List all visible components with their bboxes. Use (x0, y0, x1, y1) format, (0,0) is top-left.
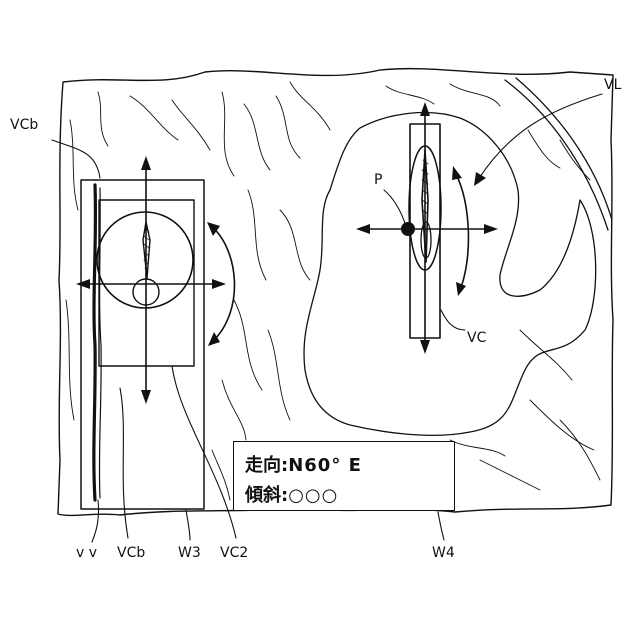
label-vc2: VC2 (220, 546, 248, 560)
label-vcb-bottom: VCb (117, 546, 145, 560)
arrowhead-right-arc-top (452, 166, 462, 180)
leader-p (384, 190, 406, 226)
leader-w4 (438, 512, 444, 540)
strike-value: N60° E (288, 455, 362, 476)
label-w3: W3 (178, 546, 201, 560)
arrow-heads (76, 102, 498, 404)
arrowhead-right-up (420, 102, 430, 116)
label-vc: VC (467, 331, 486, 345)
strike-label: 走向: (245, 455, 288, 476)
arrowhead-vl (474, 172, 486, 186)
label-w4: W4 (432, 546, 455, 560)
dip-line: 傾斜:○○○ (245, 487, 338, 505)
arrowhead-left-right (212, 279, 226, 289)
arrowhead-right-left (356, 224, 370, 234)
gallery-arc-inner (516, 78, 612, 220)
label-vv: v v (76, 546, 97, 560)
label-vl: VL (604, 78, 621, 92)
dip-value: ○○○ (288, 485, 338, 506)
arrowhead-right-right (484, 224, 498, 234)
label-p: P (374, 173, 382, 187)
leader-vl (478, 94, 602, 180)
dip-label: 傾斜: (245, 485, 288, 506)
leader-vv (92, 500, 99, 542)
label-vcb-top: VCb (10, 118, 38, 132)
arrowhead-left-up (141, 156, 151, 170)
arrowhead-left-left (76, 279, 90, 289)
point-p (401, 222, 415, 236)
info-box-w4: 走向:N60° E 傾斜:○○○ (233, 441, 455, 511)
arrowhead-right-arc-bottom (456, 282, 466, 296)
arrowhead-left-down (141, 390, 151, 404)
leader-vc (441, 310, 465, 330)
cavity-outline (304, 113, 596, 436)
right-rotation-arc (455, 172, 468, 290)
borehole-trace (94, 185, 96, 500)
arrowhead-right-down (420, 340, 430, 354)
gallery-arc-outer (505, 80, 608, 230)
leader-w3 (186, 510, 190, 540)
leader-vcb-top (52, 140, 100, 178)
strike-line: 走向:N60° E (245, 457, 362, 475)
